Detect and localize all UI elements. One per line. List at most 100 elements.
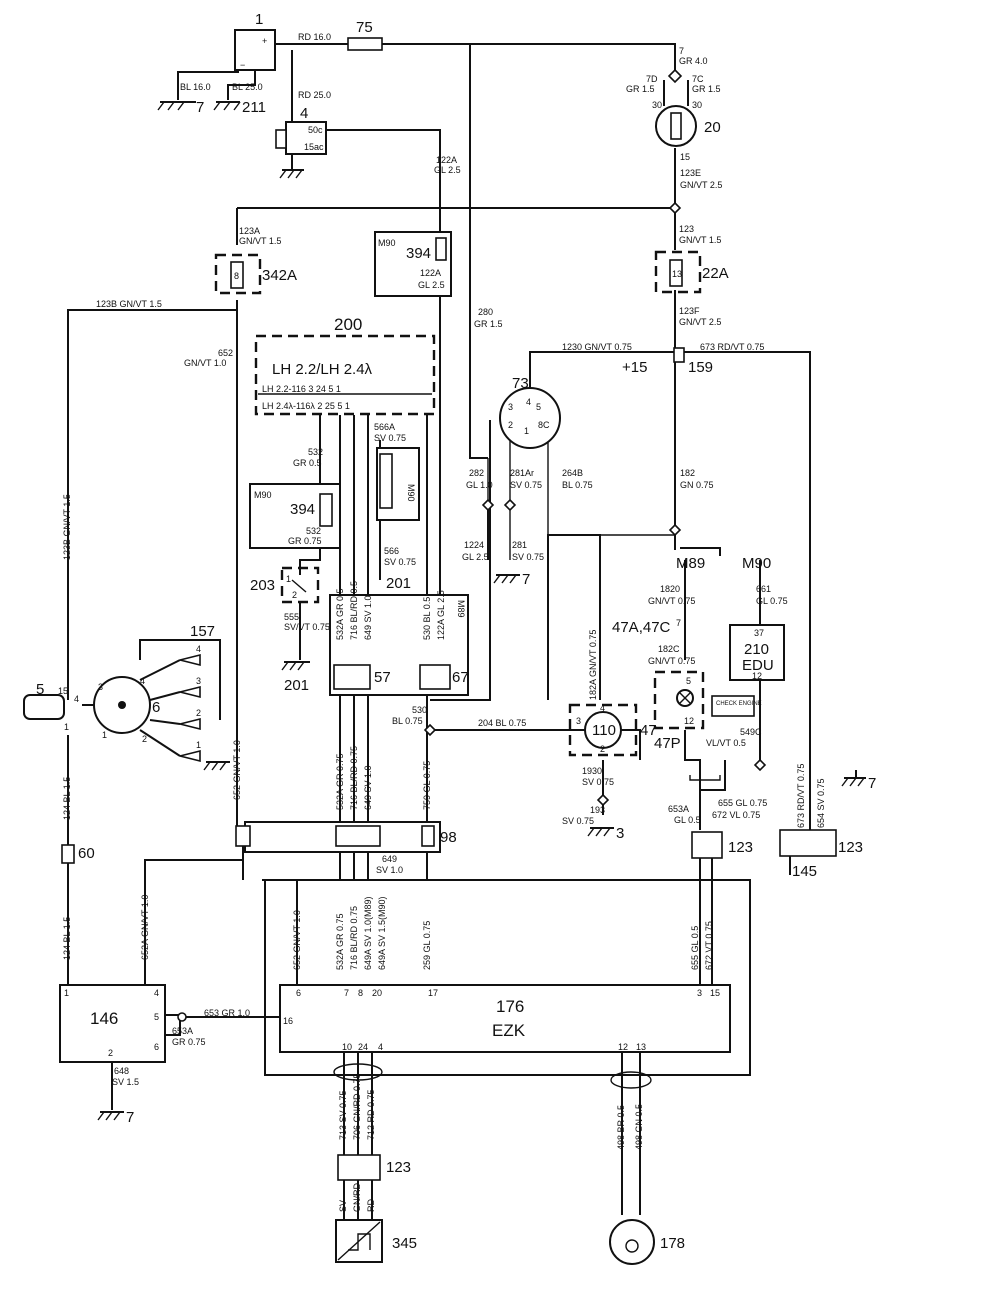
- svg-text:13: 13: [636, 1042, 646, 1052]
- wire-label: 649A SV 1.5(M90): [377, 896, 387, 970]
- svg-text:5: 5: [154, 1012, 159, 1022]
- svg-text:EDU: EDU: [742, 657, 774, 674]
- wire-label: GR 0.75: [172, 1037, 206, 1047]
- svg-text:M89: M89: [456, 600, 466, 618]
- wire-label: RD 25.0: [298, 90, 331, 100]
- wire-label: GN 0.75: [680, 480, 714, 490]
- svg-text:37: 37: [754, 628, 764, 638]
- svg-text:15: 15: [710, 988, 720, 998]
- svg-text:342A: 342A: [262, 267, 297, 284]
- wire-label: 1230 GN/VT 0.75: [562, 342, 632, 352]
- svg-text:73: 73: [512, 375, 529, 392]
- svg-text:123: 123: [728, 839, 753, 856]
- svg-text:6: 6: [154, 1042, 159, 1052]
- wire-label: GR 1.5: [626, 84, 655, 94]
- splice: [503, 498, 517, 512]
- connector-60: 60: [61, 844, 95, 864]
- svg-text:3: 3: [576, 716, 581, 726]
- wire-label: GL 0.5: [674, 815, 701, 825]
- spark-plugs-157: 157 4 3 2 1: [179, 623, 230, 771]
- wire-label: 759 GL 0.75: [422, 761, 432, 810]
- connector-123-bottom: 123: [337, 1154, 411, 1181]
- wire-label: 712 RD 0.75: [366, 1089, 376, 1140]
- svg-text:GL 2.5: GL 2.5: [418, 280, 445, 290]
- ground-211: 211: [213, 99, 266, 116]
- wire-label: 123B GN/VT 1.5: [96, 299, 162, 309]
- svg-text:75: 75: [356, 19, 373, 36]
- svg-text:M90: M90: [378, 238, 396, 248]
- svg-text:LH 2.4λ-116λ 2 25 5 1: LH 2.4λ-116λ 2 25 5 1: [262, 401, 350, 411]
- splice: [753, 758, 767, 772]
- svg-text:210: 210: [744, 641, 769, 658]
- svg-text:157: 157: [190, 623, 215, 640]
- wire-label: 566A: [374, 422, 395, 432]
- svg-text:57: 57: [374, 669, 391, 686]
- wire-label: 123B GN/VT 1.5: [62, 494, 72, 560]
- wire-label: 713 SV 0.75: [338, 1090, 348, 1140]
- wire-label: SV: [338, 1200, 348, 1212]
- wire-label: 716 BL/RD 0.75: [349, 746, 359, 810]
- wire-label: 124 BL 1.5: [62, 917, 72, 960]
- svg-text:6: 6: [296, 988, 301, 998]
- wire-label: 649: [382, 854, 397, 864]
- wire-label: SV 0.75: [512, 552, 544, 562]
- splice: [177, 1012, 187, 1022]
- wire-label: 123: [679, 224, 694, 234]
- wire-label: 652A GN/VT 1.0: [140, 895, 150, 960]
- svg-text:345: 345: [392, 1235, 417, 1252]
- svg-text:15: 15: [58, 686, 68, 696]
- svg-text:12: 12: [752, 671, 762, 681]
- splice: [596, 793, 610, 807]
- connector-123-right: 123: [691, 831, 753, 859]
- connector-145: 123 145: [779, 829, 863, 880]
- svg-text:4: 4: [378, 1042, 383, 1052]
- svg-text:30: 30: [652, 100, 662, 110]
- svg-text:211: 211: [242, 99, 266, 116]
- wire-label: VL/VT 0.5: [706, 738, 746, 748]
- connector-566-M90: M90: [376, 447, 420, 521]
- svg-text:716 BL/RD 0.5: 716 BL/RD 0.5: [349, 581, 359, 640]
- wire-label: GR 1.5: [474, 319, 503, 329]
- svg-text:GR 0.75: GR 0.75: [288, 536, 322, 546]
- relay-4: 4 50c 15ac: [275, 105, 327, 179]
- wire-label: 1820: [660, 584, 680, 594]
- svg-text:22A: 22A: [702, 265, 729, 282]
- svg-text:201: 201: [284, 677, 309, 694]
- svg-text:176: 176: [496, 997, 524, 1016]
- wire-label: GR 1.5: [692, 84, 721, 94]
- svg-text:394: 394: [406, 245, 431, 262]
- svg-text:123: 123: [838, 839, 863, 856]
- wire-label: SV 0.75: [374, 433, 406, 443]
- wire-label: 1930: [582, 766, 602, 776]
- svg-text:122A: 122A: [420, 268, 441, 278]
- fuse-342A: 8 342A: [214, 253, 297, 295]
- svg-text:2: 2: [196, 708, 201, 718]
- svg-text:3: 3: [697, 988, 702, 998]
- svg-text:50c: 50c: [308, 125, 323, 135]
- wire-label: GN/VT 0.75: [648, 656, 695, 666]
- wire-label: SV 1.5: [112, 1077, 139, 1087]
- wire-label: BL 25.0: [232, 82, 263, 92]
- wire-label: 124 BL 1.5: [62, 777, 72, 820]
- svg-text:3: 3: [98, 682, 103, 692]
- splice: [668, 201, 682, 215]
- shield-clamp: [610, 1071, 652, 1089]
- wire-label: BL 0.75: [562, 480, 593, 490]
- battery-1: 1 + −: [234, 11, 276, 71]
- wire-label: 193: [590, 805, 605, 815]
- svg-text:CHECK ENGINE: CHECK ENGINE: [716, 701, 762, 707]
- svg-text:394: 394: [290, 501, 315, 518]
- wire-label: BL 0.75: [392, 716, 423, 726]
- svg-text:178: 178: [660, 1235, 685, 1252]
- svg-text:4: 4: [196, 644, 201, 654]
- wire-label: 672 VL 0.75: [712, 810, 760, 820]
- svg-text:1: 1: [524, 426, 529, 436]
- svg-text:24: 24: [358, 1042, 368, 1052]
- connector-159: +15 159: [622, 347, 713, 376]
- wire-label: GN/VT 1.5: [679, 235, 721, 245]
- svg-text:6: 6: [152, 699, 160, 716]
- svg-text:4: 4: [154, 988, 159, 998]
- fuse-75: 75: [347, 19, 383, 51]
- splice: [667, 68, 683, 84]
- wire-label: SV 0.75: [582, 777, 614, 787]
